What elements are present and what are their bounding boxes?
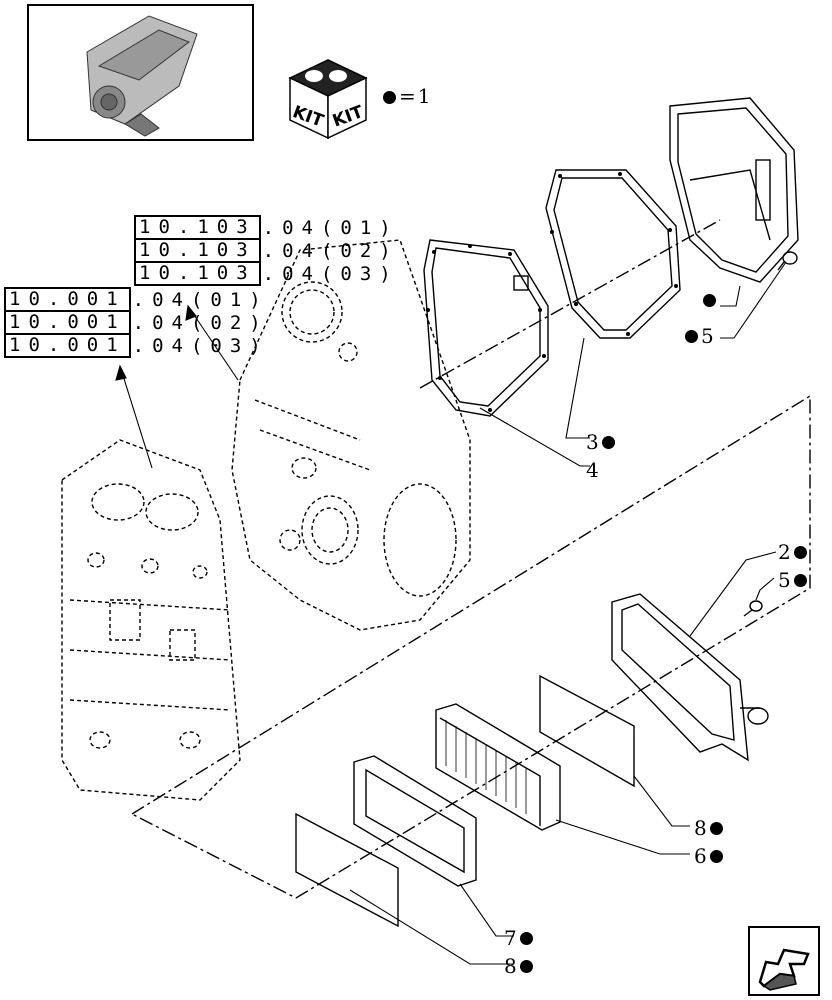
engine-block bbox=[61, 439, 241, 801]
callout-number: 8 bbox=[694, 816, 707, 840]
callout-number: 3 bbox=[586, 430, 599, 454]
callout-number: 5 bbox=[701, 324, 714, 348]
filter-element-6 bbox=[435, 703, 561, 831]
callout-7: 7 bbox=[504, 926, 536, 950]
callout-number: 2 bbox=[778, 540, 791, 564]
leader-lines bbox=[115, 261, 787, 965]
reference-code: 10.103 bbox=[134, 238, 261, 263]
reference-link[interactable]: 10.001.04(02) bbox=[4, 310, 269, 335]
engine-thumbnail-icon bbox=[86, 15, 198, 137]
callout-5-top: 5 bbox=[682, 324, 714, 348]
kit-dot-icon bbox=[709, 849, 723, 863]
reference-suffix: .04(01) bbox=[132, 288, 269, 311]
callout-number: 6 bbox=[694, 844, 707, 868]
kit-dot-symbol bbox=[383, 91, 396, 104]
kit-legend: =1 bbox=[380, 84, 433, 108]
filter-sheet-8-upper bbox=[539, 674, 635, 788]
reference-link[interactable]: 10.103.04(03) bbox=[134, 261, 399, 286]
legend-equals: = bbox=[399, 84, 418, 108]
reference-link[interactable]: 10.103.04(01) bbox=[134, 215, 399, 240]
gasket-4 bbox=[423, 239, 549, 417]
callout-8-upper: 8 bbox=[694, 816, 726, 840]
kit-dot-icon bbox=[601, 435, 615, 449]
callout-number: 5 bbox=[778, 568, 791, 592]
reference-suffix: .04(02) bbox=[262, 239, 399, 262]
callout-kit-dot bbox=[700, 294, 719, 307]
frame-seal-7 bbox=[353, 755, 477, 887]
assembly-boundary bbox=[130, 394, 811, 899]
engine-thumbnail bbox=[27, 4, 254, 141]
reference-suffix: .04(03) bbox=[132, 334, 269, 357]
callout-2: 2 bbox=[778, 540, 810, 564]
reference-code: 10.001 bbox=[4, 287, 131, 312]
kit-dot-icon bbox=[519, 959, 533, 973]
kit-dot-icon bbox=[709, 821, 723, 835]
callout-8-lower: 8 bbox=[504, 954, 536, 978]
next-page-arrow-icon bbox=[758, 948, 810, 991]
legend-value: 1 bbox=[417, 84, 433, 108]
reference-code: 10.103 bbox=[134, 215, 261, 240]
bolt-5-top bbox=[777, 251, 798, 271]
reference-group-10-103: 10.103.04(01) 10.103.04(02) 10.103.04(03… bbox=[134, 215, 399, 286]
callout-3: 3 bbox=[586, 430, 618, 454]
rear-cover-plate bbox=[669, 97, 799, 283]
reference-suffix: .04(01) bbox=[262, 216, 399, 239]
reference-link[interactable]: 10.001.04(01) bbox=[4, 287, 269, 312]
kit-dot-icon bbox=[703, 294, 716, 307]
reference-code: 10.001 bbox=[4, 310, 131, 335]
front-cover-housing bbox=[231, 239, 471, 631]
callout-number: 8 bbox=[504, 954, 517, 978]
kit-dot-icon bbox=[519, 931, 533, 945]
reference-link[interactable]: 10.103.04(02) bbox=[134, 238, 399, 263]
callout-number: 4 bbox=[586, 458, 599, 482]
next-page-button[interactable] bbox=[748, 926, 820, 996]
reference-code: 10.103 bbox=[134, 261, 261, 286]
reference-group-10-001: 10.001.04(01) 10.001.04(02) 10.001.04(03… bbox=[4, 287, 269, 358]
gasket-3 bbox=[545, 169, 681, 339]
filter-sheet-8-lower bbox=[295, 812, 399, 928]
reference-suffix: .04(03) bbox=[262, 262, 399, 285]
kit-box-icon: KIT KIT bbox=[284, 52, 370, 140]
kit-dot-icon bbox=[685, 329, 698, 343]
callout-4: 4 bbox=[586, 458, 599, 482]
bolt-5-lower bbox=[743, 600, 763, 617]
reference-code: 10.001 bbox=[4, 333, 131, 358]
kit-dot-icon bbox=[793, 573, 807, 587]
callout-6: 6 bbox=[694, 844, 726, 868]
breather-cover-2 bbox=[611, 593, 769, 762]
kit-dot-icon bbox=[793, 545, 807, 559]
callout-number: 7 bbox=[504, 926, 517, 950]
callout-5-lower: 5 bbox=[778, 568, 810, 592]
reference-link[interactable]: 10.001.04(03) bbox=[4, 333, 269, 358]
reference-suffix: .04(02) bbox=[132, 311, 269, 334]
